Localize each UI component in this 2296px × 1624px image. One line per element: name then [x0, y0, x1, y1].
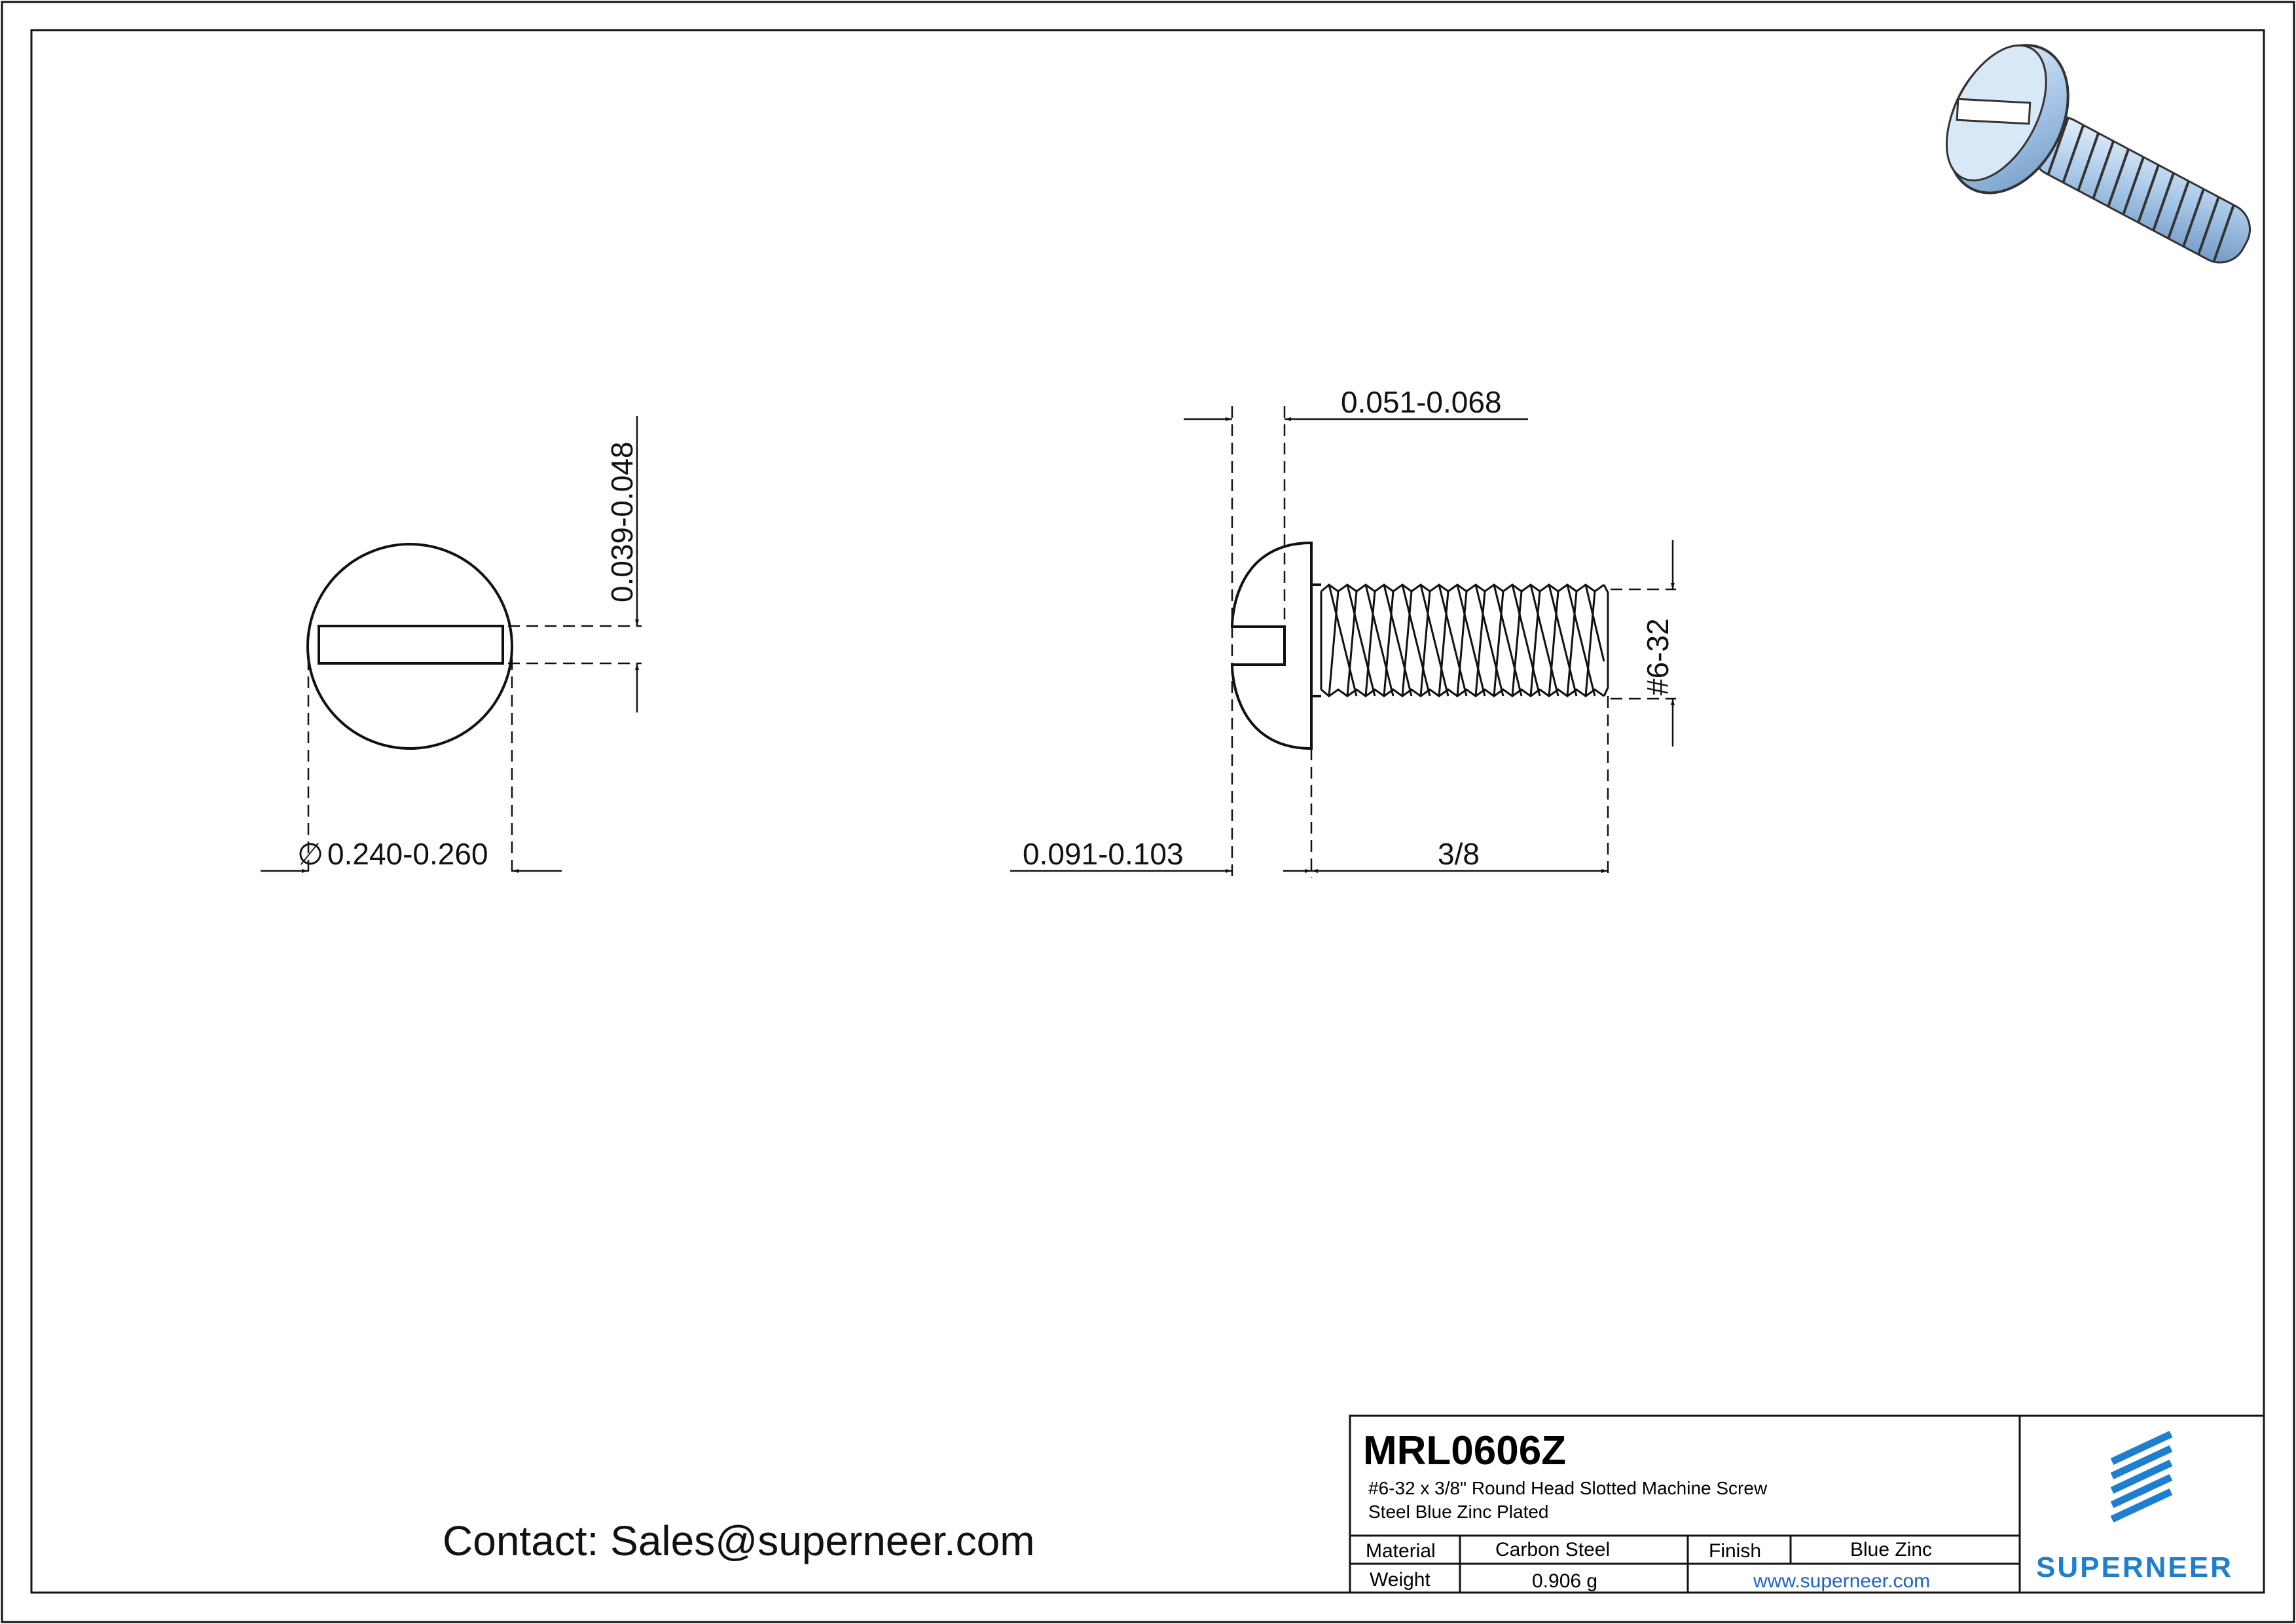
side-view: [1010, 406, 1676, 877]
screw-3d-render: [1945, 44, 2251, 264]
slot-depth-dimension: 0.051-0.068: [1341, 385, 1502, 419]
slot-rect: [318, 625, 504, 665]
finish-label: Finish: [1709, 1540, 1761, 1562]
description-line-1: #6-32 x 3/8" Round Head Slotted Machine …: [1368, 1478, 1768, 1498]
thread-size-dimension: #6-32: [1641, 618, 1675, 695]
length-dimension: 3/8: [1438, 837, 1480, 871]
title-block: [1349, 1414, 2265, 1594]
front-view: [261, 416, 642, 874]
slot-width-dimension: 0.039-0.048: [605, 441, 639, 602]
weight-label: Weight: [1370, 1569, 1430, 1591]
brand-name: SUPERNEER: [2036, 1551, 2233, 1583]
material-label: Material: [1366, 1540, 1436, 1562]
part-number: MRL0606Z: [1363, 1428, 1566, 1473]
head-height-dimension: 0.091-0.103: [1023, 837, 1184, 871]
screw-head: [1231, 541, 1313, 750]
head-diameter-dimension: 0.240-0.260: [327, 837, 488, 871]
website-link[interactable]: www.superneer.com: [1753, 1570, 1930, 1592]
head-circle: [306, 543, 513, 750]
thread-profile: [1320, 583, 1609, 697]
inner-frame: [30, 29, 2265, 1594]
material-value: Carbon Steel: [1495, 1539, 1610, 1560]
description-line-2: Steel Blue Zinc Plated: [1368, 1502, 1549, 1522]
finish-value: Blue Zinc: [1850, 1539, 1932, 1560]
contact-text: Contact: Sales@superneer.com: [443, 1517, 1035, 1564]
weight-value: 0.906 g: [1532, 1570, 1597, 1592]
diameter-symbol: ∅: [297, 837, 323, 871]
superneer-logo-icon: [2110, 1431, 2173, 1522]
